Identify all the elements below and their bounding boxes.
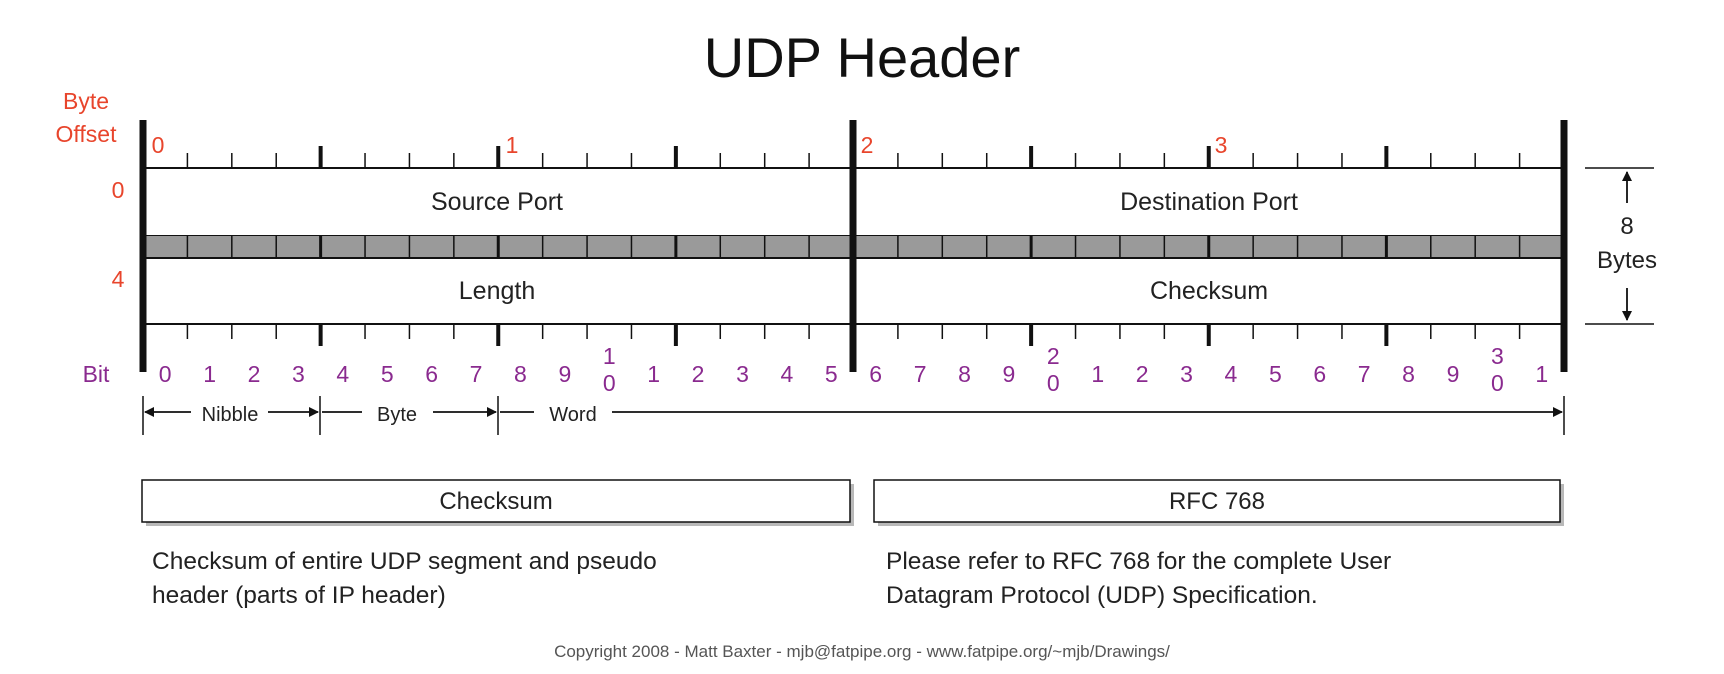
checksum-note-heading: Checksum xyxy=(439,488,552,515)
bit-number-20-top: 2 xyxy=(1047,343,1060,369)
bit-number-30-bottom: 0 xyxy=(1491,370,1504,396)
bit-number-14: 4 xyxy=(780,361,793,387)
field-destination-port: Destination Port xyxy=(1120,188,1298,216)
bit-number-16: 6 xyxy=(869,361,882,387)
checksum-description: Checksum of entire UDP segment and pseud… xyxy=(152,545,657,613)
field-checksum: Checksum xyxy=(1150,277,1268,305)
checksum-description-line-1: Checksum of entire UDP segment and pseud… xyxy=(152,548,657,575)
row-offset-0: 0 xyxy=(112,177,125,203)
copyright-notice: Copyright 2008 - Matt Baxter - mjb@fatpi… xyxy=(554,642,1170,661)
byte-number-0: 0 xyxy=(152,132,165,158)
bit-number-8: 8 xyxy=(514,361,527,387)
bit-number-5: 5 xyxy=(381,361,394,387)
checksum-description-line-2: header (parts of IP header) xyxy=(152,582,446,609)
bit-axis-label: Bit xyxy=(83,361,110,387)
byte-number-2: 2 xyxy=(861,132,874,158)
bit-number-21: 1 xyxy=(1091,361,1104,387)
bit-number-7: 7 xyxy=(470,361,483,387)
bit-number-13: 3 xyxy=(736,361,749,387)
bit-number-30-top: 3 xyxy=(1491,343,1504,369)
bit-number-2: 2 xyxy=(248,361,261,387)
bit-number-11: 1 xyxy=(647,361,660,387)
byte-offset-label-byte: Byte xyxy=(63,88,109,114)
byte-number-1: 1 xyxy=(506,132,519,158)
field-source-port: Source Port xyxy=(431,188,563,216)
field-length: Length xyxy=(459,277,535,305)
bit-number-12: 2 xyxy=(692,361,705,387)
bit-number-17: 7 xyxy=(914,361,927,387)
bit-number-27: 7 xyxy=(1358,361,1371,387)
checksum-note-box xyxy=(141,479,851,523)
byte-offset-label-offset: Offset xyxy=(56,121,118,147)
bit-number-10-bottom: 0 xyxy=(603,370,616,396)
bit-number-31: 1 xyxy=(1535,361,1548,387)
size-unit: Bytes xyxy=(1597,247,1657,274)
row-offset-4: 4 xyxy=(112,266,125,292)
bit-number-24: 4 xyxy=(1225,361,1238,387)
scale-byte-label: Byte xyxy=(377,404,417,426)
bit-number-1: 1 xyxy=(203,361,216,387)
bit-number-10-top: 1 xyxy=(603,343,616,369)
bit-number-3: 3 xyxy=(292,361,305,387)
bit-number-29: 9 xyxy=(1447,361,1460,387)
diagram-title: UDP Header xyxy=(703,26,1021,89)
size-value: 8 xyxy=(1620,213,1633,240)
bit-number-25: 5 xyxy=(1269,361,1282,387)
bit-number-22: 2 xyxy=(1136,361,1149,387)
bit-number-18: 8 xyxy=(958,361,971,387)
rfc-note-heading: RFC 768 xyxy=(1169,488,1265,515)
bit-number-6: 6 xyxy=(425,361,438,387)
bit-number-23: 3 xyxy=(1180,361,1193,387)
bit-number-26: 6 xyxy=(1313,361,1326,387)
rfc-note-box xyxy=(873,479,1561,523)
bit-number-20-bottom: 0 xyxy=(1047,370,1060,396)
bit-number-9: 9 xyxy=(558,361,571,387)
bit-number-0: 0 xyxy=(159,361,172,387)
bit-number-19: 9 xyxy=(1003,361,1016,387)
bit-number-28: 8 xyxy=(1402,361,1415,387)
bit-number-15: 5 xyxy=(825,361,838,387)
rfc-description-line-2: Datagram Protocol (UDP) Specification. xyxy=(886,582,1318,609)
byte-number-3: 3 xyxy=(1215,132,1228,158)
rfc-description-line-1: Please refer to RFC 768 for the complete… xyxy=(886,548,1392,575)
bit-number-4: 4 xyxy=(336,361,349,387)
rfc-description: Please refer to RFC 768 for the complete… xyxy=(886,545,1391,613)
scale-word-label: Word xyxy=(549,404,596,426)
scale-nibble-label: Nibble xyxy=(202,404,259,426)
